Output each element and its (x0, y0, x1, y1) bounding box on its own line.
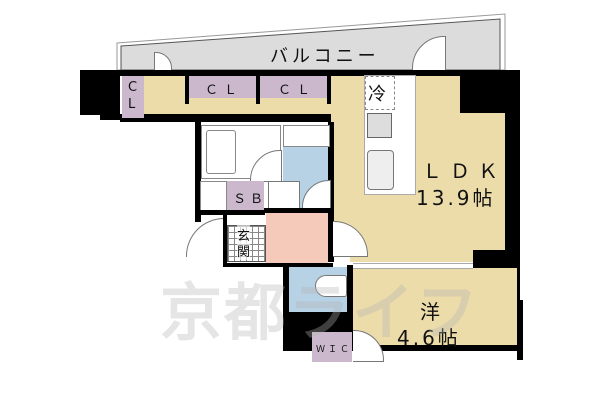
entrance-label-2: 関 (237, 241, 251, 260)
fridge-space (365, 76, 395, 110)
ldk-size: 13.9帖 (416, 186, 496, 210)
closet-mid-2-label: ＣＬ (278, 83, 317, 98)
sliding-door[interactable] (353, 263, 473, 269)
shoe-box[interactable] (227, 181, 264, 210)
wall-bottom (283, 345, 523, 351)
washbasin-icon (283, 125, 330, 147)
shoe-box-label: ＳＢ (233, 192, 268, 207)
toilet-wall-right (347, 265, 353, 350)
closet-divider-3 (327, 76, 331, 104)
balcony-label: バルコニー (270, 46, 380, 67)
wic-label: ＷＩＣ (316, 345, 353, 355)
storage-closet (200, 181, 227, 213)
watermark: 京都ライフ (160, 276, 481, 349)
entrance-wall-bottom (223, 263, 333, 267)
sb-wall (195, 210, 265, 215)
closet-left-label-c: C (128, 80, 138, 95)
wall-top-left (80, 70, 520, 76)
closet-divider-2 (256, 76, 260, 104)
toilet-wall-bottom (289, 312, 349, 332)
entrance-wall-left (223, 210, 227, 265)
entrance-label-1: 玄 (237, 225, 251, 244)
wall-right-block (460, 70, 520, 115)
ldk-name: ＬＤＫ (422, 159, 506, 183)
western-room-size: 4.6帖 (397, 326, 461, 350)
closet-divider-1 (185, 76, 189, 104)
bath-wall-right (328, 122, 334, 262)
closet-mid-2[interactable] (260, 76, 328, 98)
wic[interactable] (312, 332, 352, 362)
wall-right-lower (517, 300, 523, 360)
wic-wall-left (283, 330, 312, 350)
sink-icon (367, 150, 394, 190)
bathtub-icon (206, 130, 236, 174)
wall-left-block (80, 70, 120, 115)
toilet-wall-left (283, 265, 289, 350)
wall-corridor-bottom (120, 114, 335, 122)
western-room-name: 洋 (420, 300, 440, 324)
closet-mid-1[interactable] (189, 76, 257, 98)
closet-left[interactable] (122, 76, 144, 118)
bath-wall-left (195, 122, 201, 222)
western-room-floor (353, 268, 517, 345)
dressing-room[interactable] (266, 213, 328, 263)
wall-left-lower (100, 110, 120, 120)
toilet-icon (315, 275, 347, 297)
wall-right-side (505, 110, 520, 250)
closet-mid-1-label: ＣＬ (205, 83, 244, 98)
closet-left-label-l: L (128, 97, 136, 112)
stove-icon (367, 113, 392, 138)
fridge-label: 冷 (368, 84, 386, 105)
washroom-wall-bottom (260, 208, 334, 213)
